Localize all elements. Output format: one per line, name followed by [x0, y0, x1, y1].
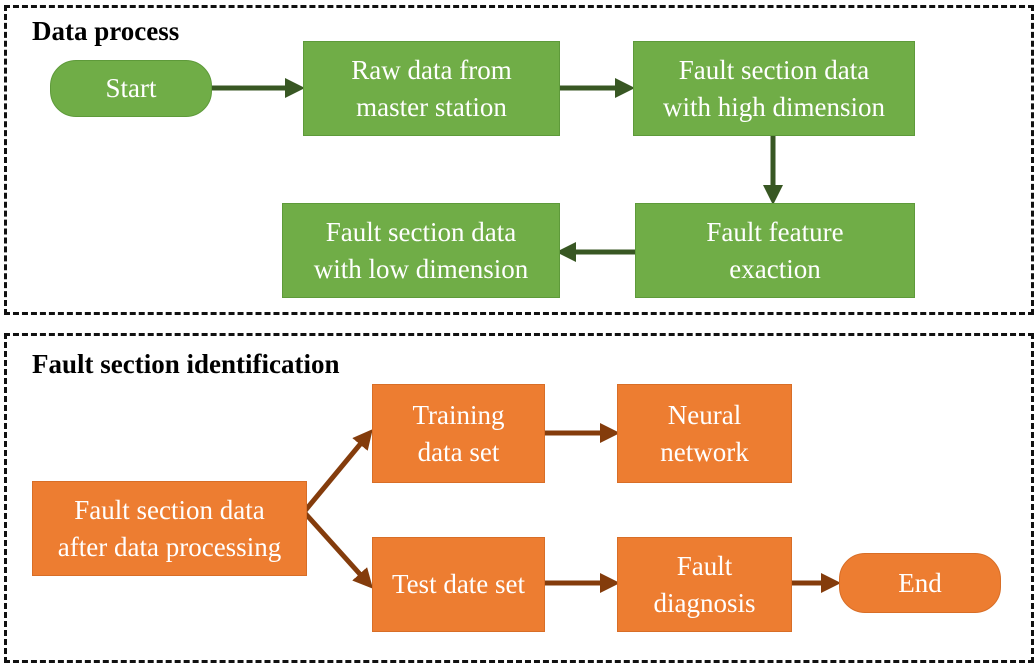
fault-identification-section: [4, 333, 1034, 663]
feature-extraction-label: Fault feature exaction: [706, 216, 844, 284]
low-dimension-node: Fault section data with low dimension: [282, 203, 560, 298]
test-set-label: Test date set: [391, 569, 526, 599]
end-node: End: [839, 553, 1001, 613]
after-processing-node: Fault section data after data processing: [32, 481, 307, 576]
start-label: Start: [105, 73, 157, 103]
fault-identification-title: Fault section identification: [32, 349, 340, 379]
fault-diagnosis-label: Fault diagnosis: [653, 550, 756, 618]
after-processing-label: Fault section data after data processing: [57, 494, 282, 562]
high-dimension-node: Fault section data with high dimension: [633, 41, 915, 136]
end-label: End: [898, 567, 942, 598]
training-set-node: Training data set: [372, 384, 545, 483]
feature-extraction-node: Fault feature exaction: [635, 203, 915, 298]
fault-diagnosis-node: Fault diagnosis: [617, 537, 792, 632]
data-process-section: [4, 5, 1034, 315]
raw-data-label: Raw data from master station: [351, 54, 512, 122]
arrow-after-to-test: [302, 510, 374, 589]
neural-network-label: Neural network: [660, 399, 749, 467]
data-process-title: Data process: [32, 16, 180, 46]
low-dimension-label: Fault section data with low dimension: [313, 216, 529, 284]
arrow-after-to-training: [302, 429, 373, 514]
training-set-label: Training data set: [412, 399, 505, 467]
high-dimension-label: Fault section data with high dimension: [663, 54, 885, 122]
test-set-node: Test date set: [372, 537, 545, 632]
neural-network-node: Neural network: [617, 384, 792, 483]
start-node: Start: [50, 60, 212, 117]
raw-data-node: Raw data from master station: [303, 41, 560, 136]
